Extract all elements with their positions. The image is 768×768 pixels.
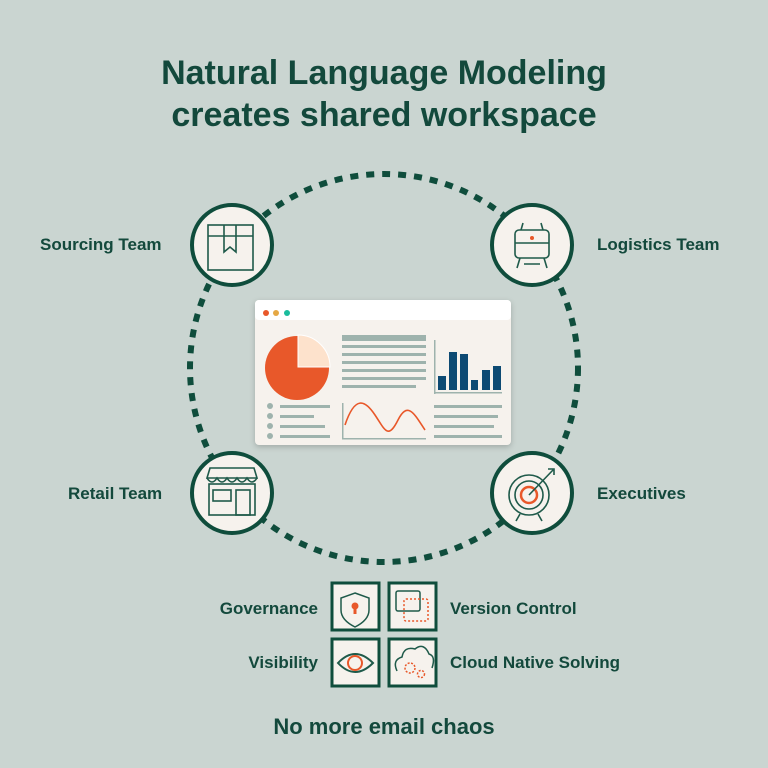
sourcing-team-label: Sourcing Team <box>40 235 162 254</box>
bar-chart <box>438 352 501 390</box>
visibility-label: Visibility <box>248 653 318 672</box>
dashboard-window <box>255 300 511 445</box>
logistics-team-label: Logistics Team <box>597 235 720 254</box>
target-icon <box>508 468 555 522</box>
overlapping-squares-icon <box>395 590 429 622</box>
cloud-native-tile <box>387 637 438 688</box>
eye-icon <box>336 653 375 673</box>
dashed-ring <box>187 171 581 565</box>
cloud-native-solving-label: Cloud Native Solving <box>450 653 621 672</box>
version-control-label: Version Control <box>450 599 577 618</box>
retail-team-label: Retail Team <box>68 484 163 503</box>
text-lines <box>267 335 502 440</box>
shield-lock-icon <box>340 592 370 628</box>
box-icon <box>207 224 254 271</box>
footer-tagline: No more email chaos <box>273 714 495 739</box>
sourcing-team-circle <box>190 203 274 287</box>
train-icon <box>514 222 550 269</box>
retail-team-circle <box>190 451 274 535</box>
pie-chart <box>265 334 331 400</box>
wave-line <box>344 402 426 432</box>
executives-label: Executives <box>597 484 686 503</box>
page-title: Natural Language Modeling creates shared… <box>161 54 607 134</box>
cloud-gears-icon <box>394 645 435 679</box>
logistics-team-circle <box>490 203 574 287</box>
governance-label: Governance <box>219 599 318 618</box>
storefront-icon <box>205 467 259 516</box>
